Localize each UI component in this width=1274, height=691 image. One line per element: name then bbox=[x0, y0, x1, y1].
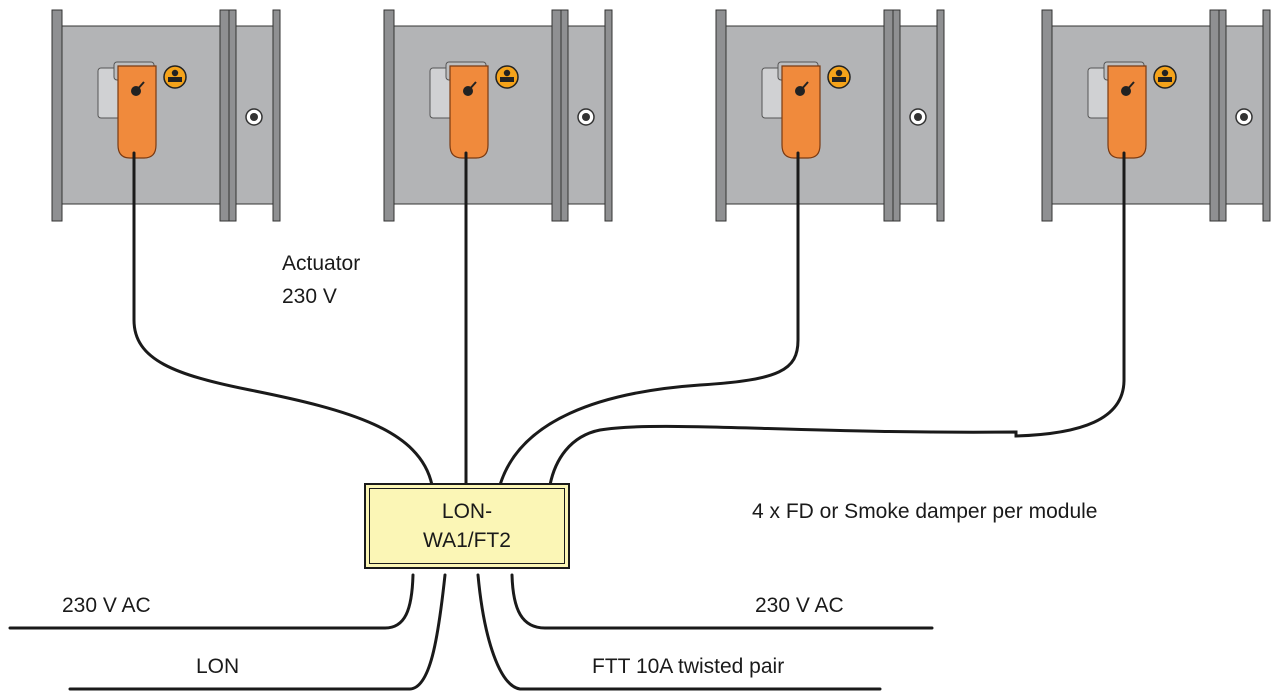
wire-actuator-4 bbox=[548, 151, 1126, 487]
actuator-status-badge-icon bbox=[163, 65, 187, 89]
actuator-shaft-pointer bbox=[467, 81, 477, 92]
damper-flange-left bbox=[383, 9, 395, 222]
damper-note: 4 x FD or Smoke damper per module bbox=[752, 500, 1098, 523]
lon-module: LON- WA1/FT2 bbox=[364, 483, 570, 569]
actuator-shaft-pointer bbox=[1125, 81, 1135, 92]
wire-bus-left bbox=[68, 573, 447, 691]
badge-head bbox=[1161, 69, 1169, 77]
inspection-port-center bbox=[1240, 113, 1248, 121]
wiring bbox=[8, 151, 1126, 691]
damper-flange-left bbox=[715, 9, 727, 222]
damper-group bbox=[51, 9, 1271, 222]
bus-label-left: LON bbox=[196, 655, 240, 678]
damper-flange-left bbox=[51, 9, 63, 222]
damper-3 bbox=[715, 9, 945, 222]
damper-1 bbox=[51, 9, 281, 222]
wire-bus-right bbox=[476, 573, 882, 691]
wire-actuator-3 bbox=[498, 151, 800, 487]
actuator-status-badge-icon bbox=[1153, 65, 1177, 89]
actuator-label: Actuator bbox=[282, 252, 361, 275]
wire-supply-right bbox=[510, 573, 934, 630]
damper-flange-middle bbox=[1209, 9, 1220, 222]
damper-flange-right bbox=[1262, 9, 1271, 222]
wire-actuator-1 bbox=[132, 151, 434, 487]
damper-flange-left bbox=[1041, 9, 1053, 222]
inspection-port-center bbox=[582, 113, 590, 121]
damper-flange-middle bbox=[551, 9, 562, 222]
actuator-status-badge-icon bbox=[495, 65, 519, 89]
actuator-voltage-label: 230 V bbox=[282, 285, 337, 308]
actuator-shaft-pointer bbox=[799, 81, 809, 92]
damper-flange-right bbox=[272, 9, 281, 222]
damper-flange-right bbox=[936, 9, 945, 222]
supply-label-left: 230 V AC bbox=[62, 594, 151, 617]
actuator-icon bbox=[781, 65, 821, 159]
actuator-icon bbox=[117, 65, 157, 159]
damper-flange-middle-2 bbox=[560, 9, 569, 222]
actuator-icon bbox=[1107, 65, 1147, 159]
badge-body bbox=[832, 77, 846, 82]
actuator-shaft-pointer bbox=[135, 81, 145, 92]
badge-body bbox=[500, 77, 514, 82]
damper-flange-right bbox=[604, 9, 613, 222]
damper-4 bbox=[1041, 9, 1271, 222]
damper-2 bbox=[383, 9, 613, 222]
inspection-port-center bbox=[914, 113, 922, 121]
badge-body bbox=[168, 77, 182, 82]
actuator-status-badge-icon bbox=[827, 65, 851, 89]
module-name-line2: WA1/FT2 bbox=[423, 529, 511, 552]
badge-body bbox=[1158, 77, 1172, 82]
bus-label-right: FTT 10A twisted pair bbox=[592, 655, 785, 678]
badge-head bbox=[835, 69, 843, 77]
module-name-line1: LON- bbox=[441, 500, 493, 523]
damper-flange-middle bbox=[219, 9, 230, 222]
damper-flange-middle-2 bbox=[892, 9, 901, 222]
badge-head bbox=[171, 69, 179, 77]
inspection-port-center bbox=[250, 113, 258, 121]
damper-flange-middle-2 bbox=[1218, 9, 1227, 222]
actuator-icon bbox=[449, 65, 489, 159]
badge-head bbox=[503, 69, 511, 77]
damper-flange-middle-2 bbox=[228, 9, 237, 222]
supply-label-right: 230 V AC bbox=[755, 594, 844, 617]
damper-flange-middle bbox=[883, 9, 894, 222]
wire-supply-left bbox=[8, 573, 415, 630]
